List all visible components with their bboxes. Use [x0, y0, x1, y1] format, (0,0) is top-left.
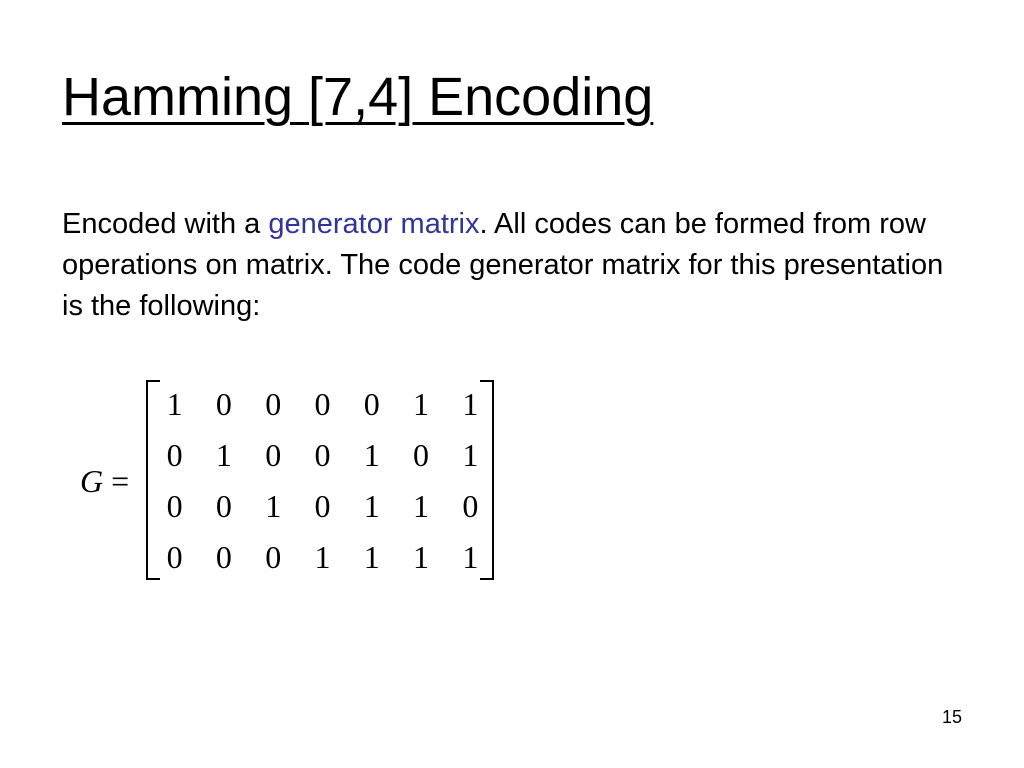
matrix-cell: 1 — [215, 436, 232, 473]
matrix-variable: G — [80, 463, 104, 499]
matrix-cell: 0 — [265, 538, 282, 575]
generator-matrix-link[interactable]: generator matrix — [268, 208, 480, 240]
slide-title: Hamming [7,4] Encoding — [62, 67, 654, 127]
matrix-cell: 1 — [462, 538, 479, 575]
matrix-cell: 0 — [215, 487, 232, 524]
matrix-cell: 0 — [265, 436, 282, 473]
equals-sign: = — [103, 463, 130, 499]
matrix-cell: 1 — [166, 385, 183, 422]
matrix-cell: 1 — [413, 538, 430, 575]
matrix-cell: 0 — [166, 538, 183, 575]
page-number: 15 — [941, 707, 962, 727]
matrix-cell: 1 — [265, 487, 282, 524]
matrix-right-bracket — [480, 380, 494, 580]
matrix-cell: 1 — [363, 436, 380, 473]
matrix-cell: 1 — [462, 385, 479, 422]
matrix-cell: 1 — [363, 538, 380, 575]
matrix-cell: 0 — [314, 487, 331, 524]
matrix-cell: 1 — [462, 436, 479, 473]
matrix-cell: 0 — [413, 436, 430, 473]
matrix-cell: 1 — [413, 487, 430, 524]
matrix-cell: 1 — [363, 487, 380, 524]
matrix-cell: 0 — [215, 385, 232, 422]
matrix-cell: 0 — [314, 436, 331, 473]
body-text-suffix: . All codes can be formed from row opera… — [62, 208, 944, 322]
matrix-cell: 0 — [166, 487, 183, 524]
matrix-left-bracket — [146, 380, 160, 580]
matrix-cell: 0 — [314, 385, 331, 422]
matrix-cell: 0 — [462, 487, 479, 524]
matrix-cell: 1 — [413, 385, 430, 422]
matrix-cell: 0 — [215, 538, 232, 575]
body-text-prefix: Encoded with a — [62, 208, 269, 240]
slide-body-text: Encoded with a generator matrix. All cod… — [62, 204, 962, 327]
matrix-label: G = — [80, 462, 129, 500]
matrix-cell: 0 — [265, 385, 282, 422]
matrix-cell: 0 — [363, 385, 380, 422]
matrix-cell: 0 — [166, 436, 183, 473]
matrix-cell: 1 — [314, 538, 331, 575]
